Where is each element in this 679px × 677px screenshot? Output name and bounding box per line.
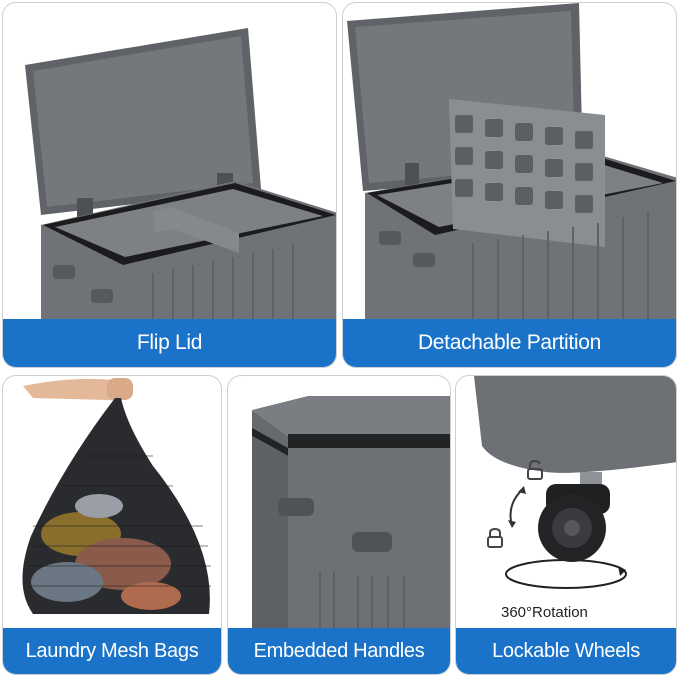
rotation-label: 360°Rotation <box>501 604 588 621</box>
caption-embedded-handles: Embedded Handles <box>228 628 450 674</box>
panel-embedded-handles: Embedded Handles <box>227 375 451 675</box>
unlock-icon <box>527 460 543 480</box>
panel-laundry-mesh-bags: Laundry Mesh Bags <box>2 375 222 675</box>
rotation-arrow-icon <box>508 486 526 528</box>
hamper-partition-image <box>347 3 676 323</box>
lock-icon <box>487 528 503 548</box>
wheel-closeup-image <box>474 376 676 589</box>
caption-lockable-wheels: Lockable Wheels <box>456 628 676 674</box>
caption-flip-lid: Flip Lid <box>3 319 336 367</box>
hamper-open-lid-image <box>25 28 336 323</box>
caption-detachable-partition: Detachable Partition <box>343 319 676 367</box>
panel-flip-lid: Flip Lid <box>2 2 337 368</box>
panel-detachable-partition: Detachable Partition <box>342 2 677 368</box>
caption-laundry-mesh-bags: Laundry Mesh Bags <box>3 628 221 674</box>
mesh-bag-image <box>22 378 211 614</box>
hamper-handle-closeup-image <box>252 396 450 630</box>
panel-lockable-wheels: 360°Rotation Lockable Wheels <box>455 375 677 675</box>
